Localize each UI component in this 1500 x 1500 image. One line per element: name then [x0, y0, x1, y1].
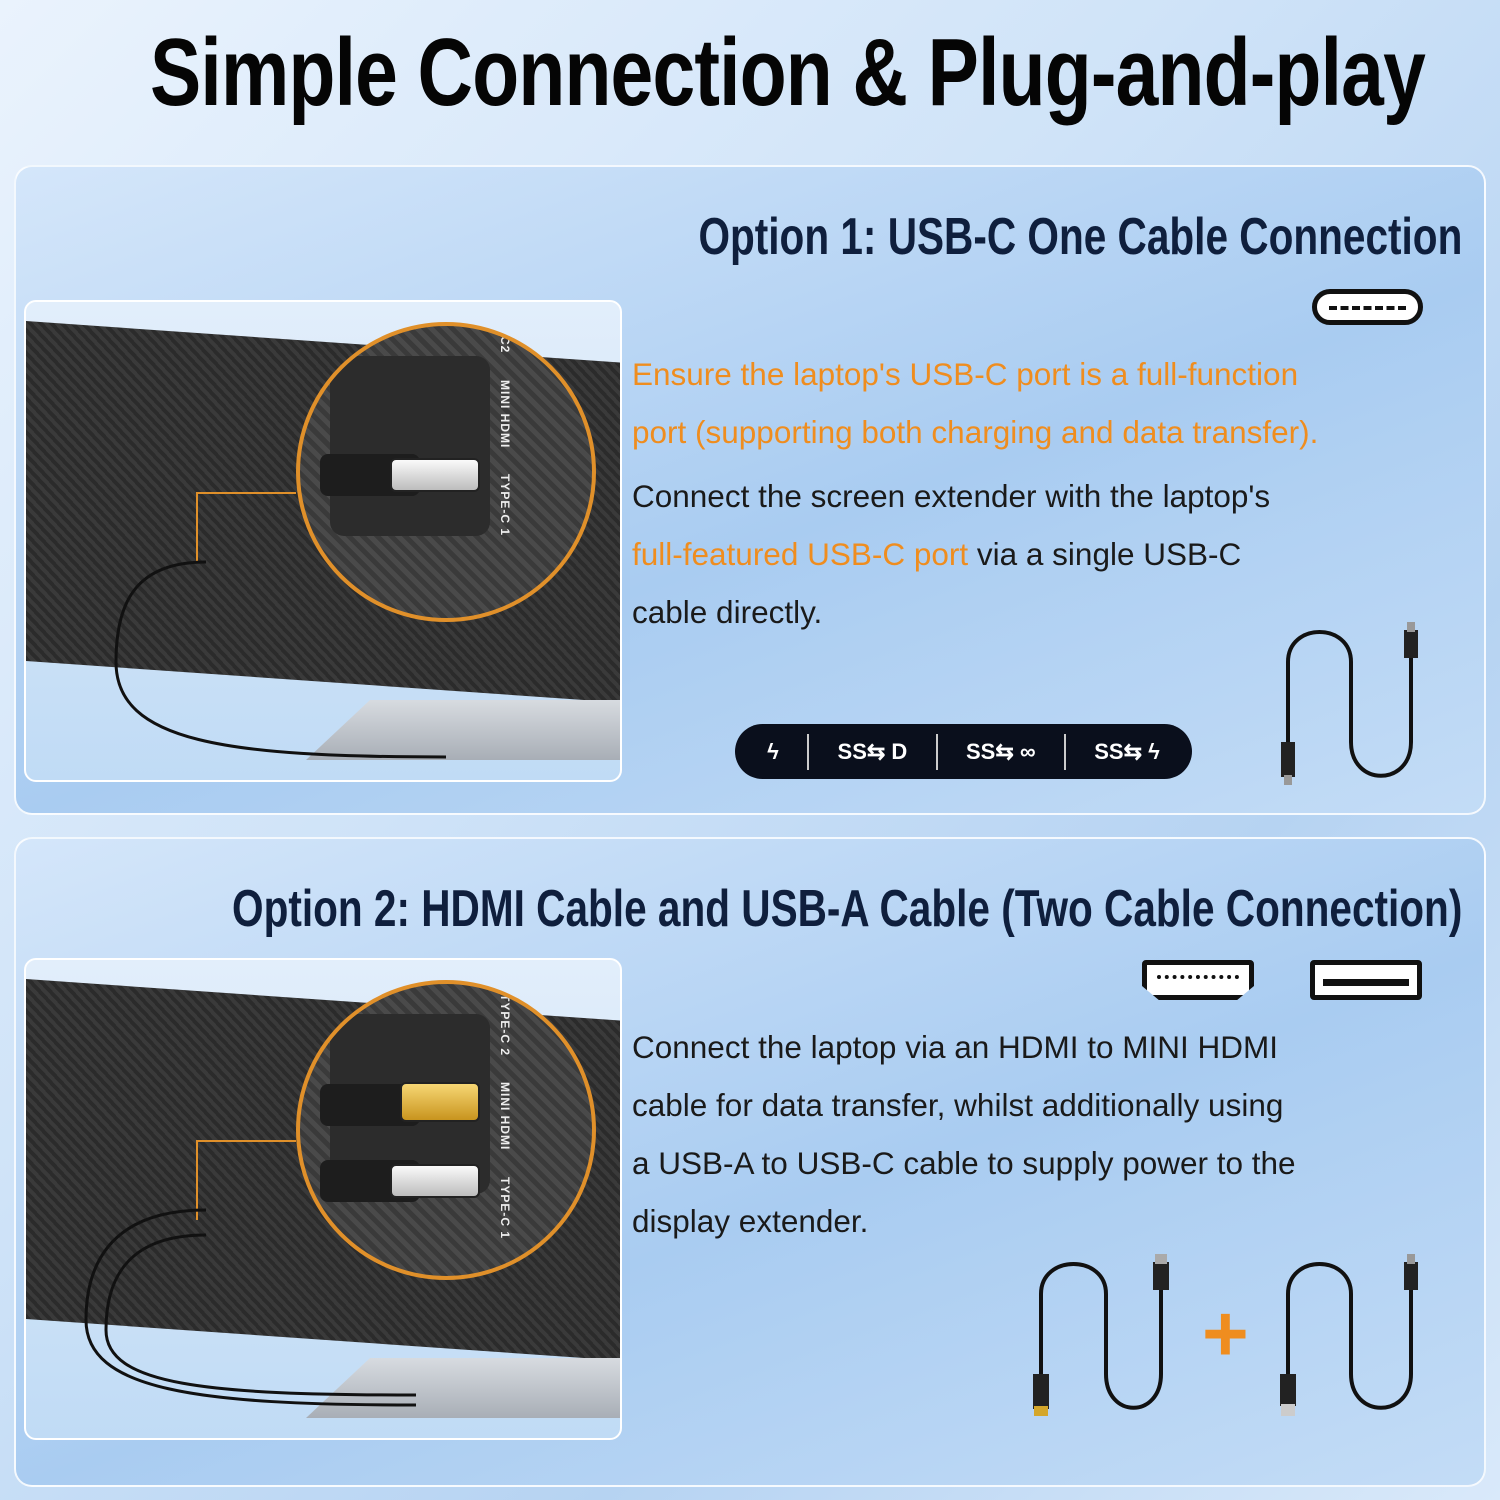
- option1-panel: Option 1: USB-C One Cable Connection C2 …: [14, 165, 1486, 815]
- option1-heading: Option 1: USB-C One Cable Connection: [698, 208, 1462, 266]
- displayport-icon: SS⇆ D: [837, 738, 908, 764]
- option1-product-image: C2 MINI HDMI TYPE-C 1: [24, 300, 622, 782]
- callout-line: [196, 1140, 296, 1220]
- hdmi-port-icon: [1142, 960, 1254, 1000]
- callout-line: [196, 492, 296, 562]
- option2-panel: Option 2: HDMI Cable and USB-A Cable (Tw…: [14, 837, 1486, 1487]
- page-title: Simple Connection & Plug-and-play: [150, 19, 1426, 126]
- usb-c-port-icon: [1312, 289, 1423, 325]
- usb-a-to-c-cable-icon: [1280, 1254, 1418, 1416]
- usb-a-port-icon: [1310, 960, 1422, 1000]
- option1-description: Connect the screen extender with the lap…: [632, 478, 1271, 630]
- cable-icon: [114, 560, 447, 759]
- thunderbolt-icon: ϟ: [767, 738, 779, 764]
- port-labels: C2 MINI HDMI TYPE-C 1: [498, 336, 512, 537]
- magnifier-lens: TYPE-C 2 MINI HDMI TYPE-C 1: [296, 980, 596, 1280]
- option2-product-image: TYPE-C 2 MINI HDMI TYPE-C 1: [24, 958, 622, 1440]
- port-labels: TYPE-C 2 MINI HDMI TYPE-C 1: [498, 994, 512, 1240]
- magnifier-lens: C2 MINI HDMI TYPE-C 1: [296, 322, 596, 622]
- option2-description: Connect the laptop via an HDMI to MINI H…: [632, 1029, 1296, 1239]
- plus-icon: +: [1202, 1289, 1249, 1378]
- usb-data-icon: SS⇆ ∞: [965, 738, 1036, 764]
- usb-c-cable-icon: [1281, 622, 1418, 785]
- hdmi-plug-icon: [400, 1082, 480, 1122]
- usb-c-plug-icon: [390, 458, 480, 492]
- option2-heading: Option 2: HDMI Cable and USB-A Cable (Tw…: [231, 880, 1462, 938]
- option1-warning: Ensure the laptop's USB-C port is a full…: [632, 356, 1319, 450]
- cables-icon: [84, 1208, 417, 1407]
- hdmi-cable-icon: [1033, 1254, 1169, 1416]
- power-delivery-icon: SS⇆ ϟ: [1094, 738, 1160, 764]
- feature-badges: ϟ SS⇆ D SS⇆ ∞ SS⇆ ϟ: [735, 724, 1192, 779]
- usb-c-plug-icon: [390, 1164, 480, 1198]
